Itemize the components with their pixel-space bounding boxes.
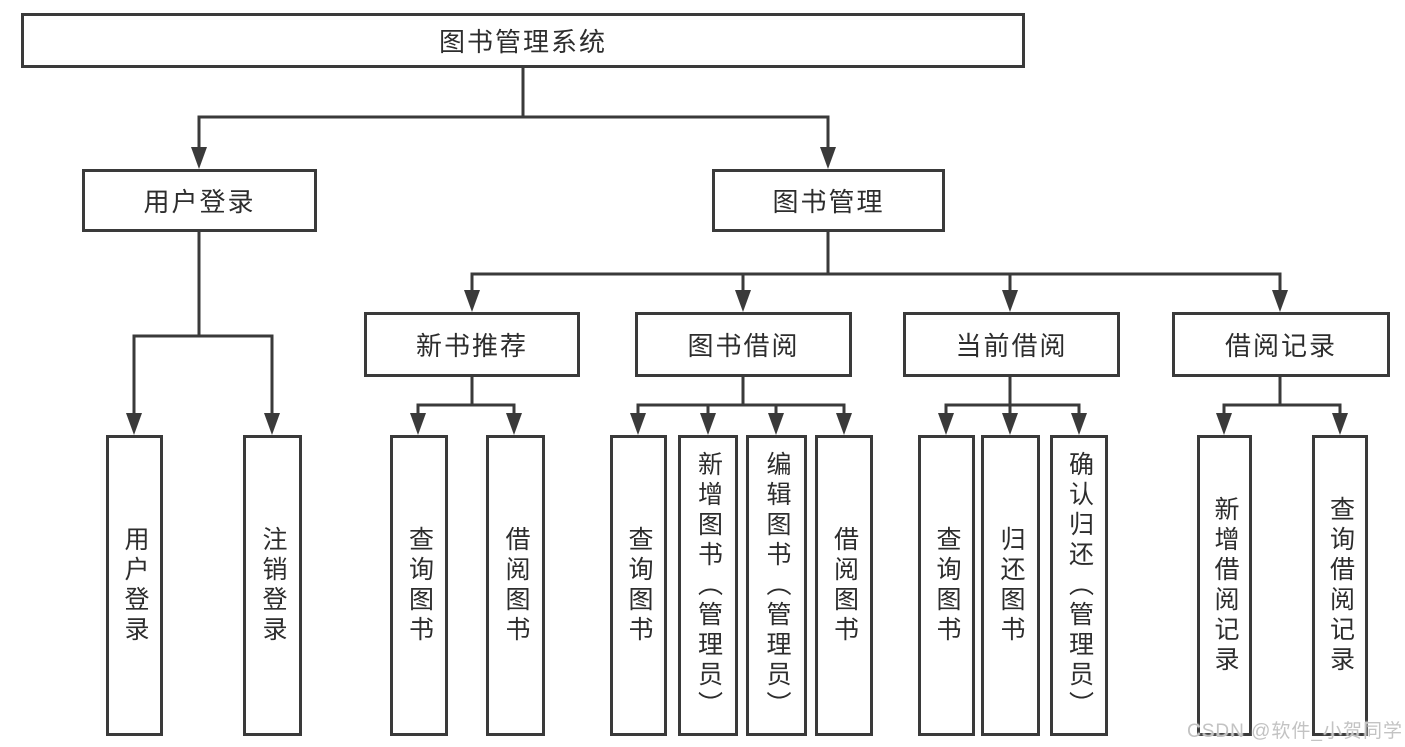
arrow-down-icon (938, 413, 954, 435)
connector-book-mgmt-branch (470, 272, 1282, 301)
arrow-down-icon (1002, 413, 1018, 435)
connector-new-book-branch (416, 403, 516, 423)
leaf-user-login: 用户登录 (106, 435, 163, 736)
connector-book-borrow-branch (636, 403, 846, 423)
leaf-return-book: 归还图书 (981, 435, 1040, 736)
leaf-borrow-books: 借阅图书 (815, 435, 873, 736)
arrow-down-icon (506, 413, 522, 435)
connector-borrow-records-branch (1222, 403, 1342, 423)
node-borrow-records: 借阅记录 (1172, 312, 1390, 377)
arrow-down-icon (836, 413, 852, 435)
leaf-logout: 注销登录 (243, 435, 302, 736)
leaf-add-borrow-record: 新增借阅记录 (1197, 435, 1252, 736)
node-user-login: 用户登录 (82, 169, 317, 232)
leaf-borrow-books-recommend: 借阅图书 (486, 435, 545, 736)
node-current-borrow: 当前借阅 (903, 312, 1120, 377)
arrow-down-icon (1071, 413, 1087, 435)
watermark: CSDN @软件_小贺同学 (1187, 721, 1403, 742)
arrow-down-icon (464, 290, 480, 312)
connector-current-borrow-branch (944, 403, 1081, 423)
arrow-down-icon (1332, 413, 1348, 435)
arrow-down-icon (1216, 413, 1232, 435)
leaf-edit-book-admin: 编辑图书（管理员） (746, 435, 807, 736)
node-book-management: 图书管理 (712, 169, 945, 232)
arrow-down-icon (1002, 290, 1018, 312)
arrow-down-icon (820, 147, 836, 169)
leaf-query-borrow-record: 查询借阅记录 (1312, 435, 1368, 736)
arrow-down-icon (126, 413, 142, 435)
arrow-down-icon (1272, 290, 1288, 312)
leaf-confirm-return-admin: 确认归还（管理员） (1050, 435, 1108, 736)
connector-user-login-branch (132, 334, 274, 423)
node-root: 图书管理系统 (21, 13, 1025, 68)
arrow-down-icon (768, 413, 784, 435)
arrow-down-icon (735, 290, 751, 312)
leaf-query-books-borrow: 查询图书 (610, 435, 667, 736)
arrow-down-icon (700, 413, 716, 435)
arrow-down-icon (191, 147, 207, 169)
arrow-down-icon (630, 413, 646, 435)
arrow-down-icon (410, 413, 426, 435)
node-new-book-recommend: 新书推荐 (364, 312, 580, 377)
node-book-borrow: 图书借阅 (635, 312, 852, 377)
connector-root-branch (197, 115, 830, 156)
leaf-query-books-recommend: 查询图书 (390, 435, 448, 736)
arrow-down-icon (264, 413, 280, 435)
leaf-add-book-admin: 新增图书（管理员） (678, 435, 738, 736)
leaf-query-books-current: 查询图书 (918, 435, 975, 736)
